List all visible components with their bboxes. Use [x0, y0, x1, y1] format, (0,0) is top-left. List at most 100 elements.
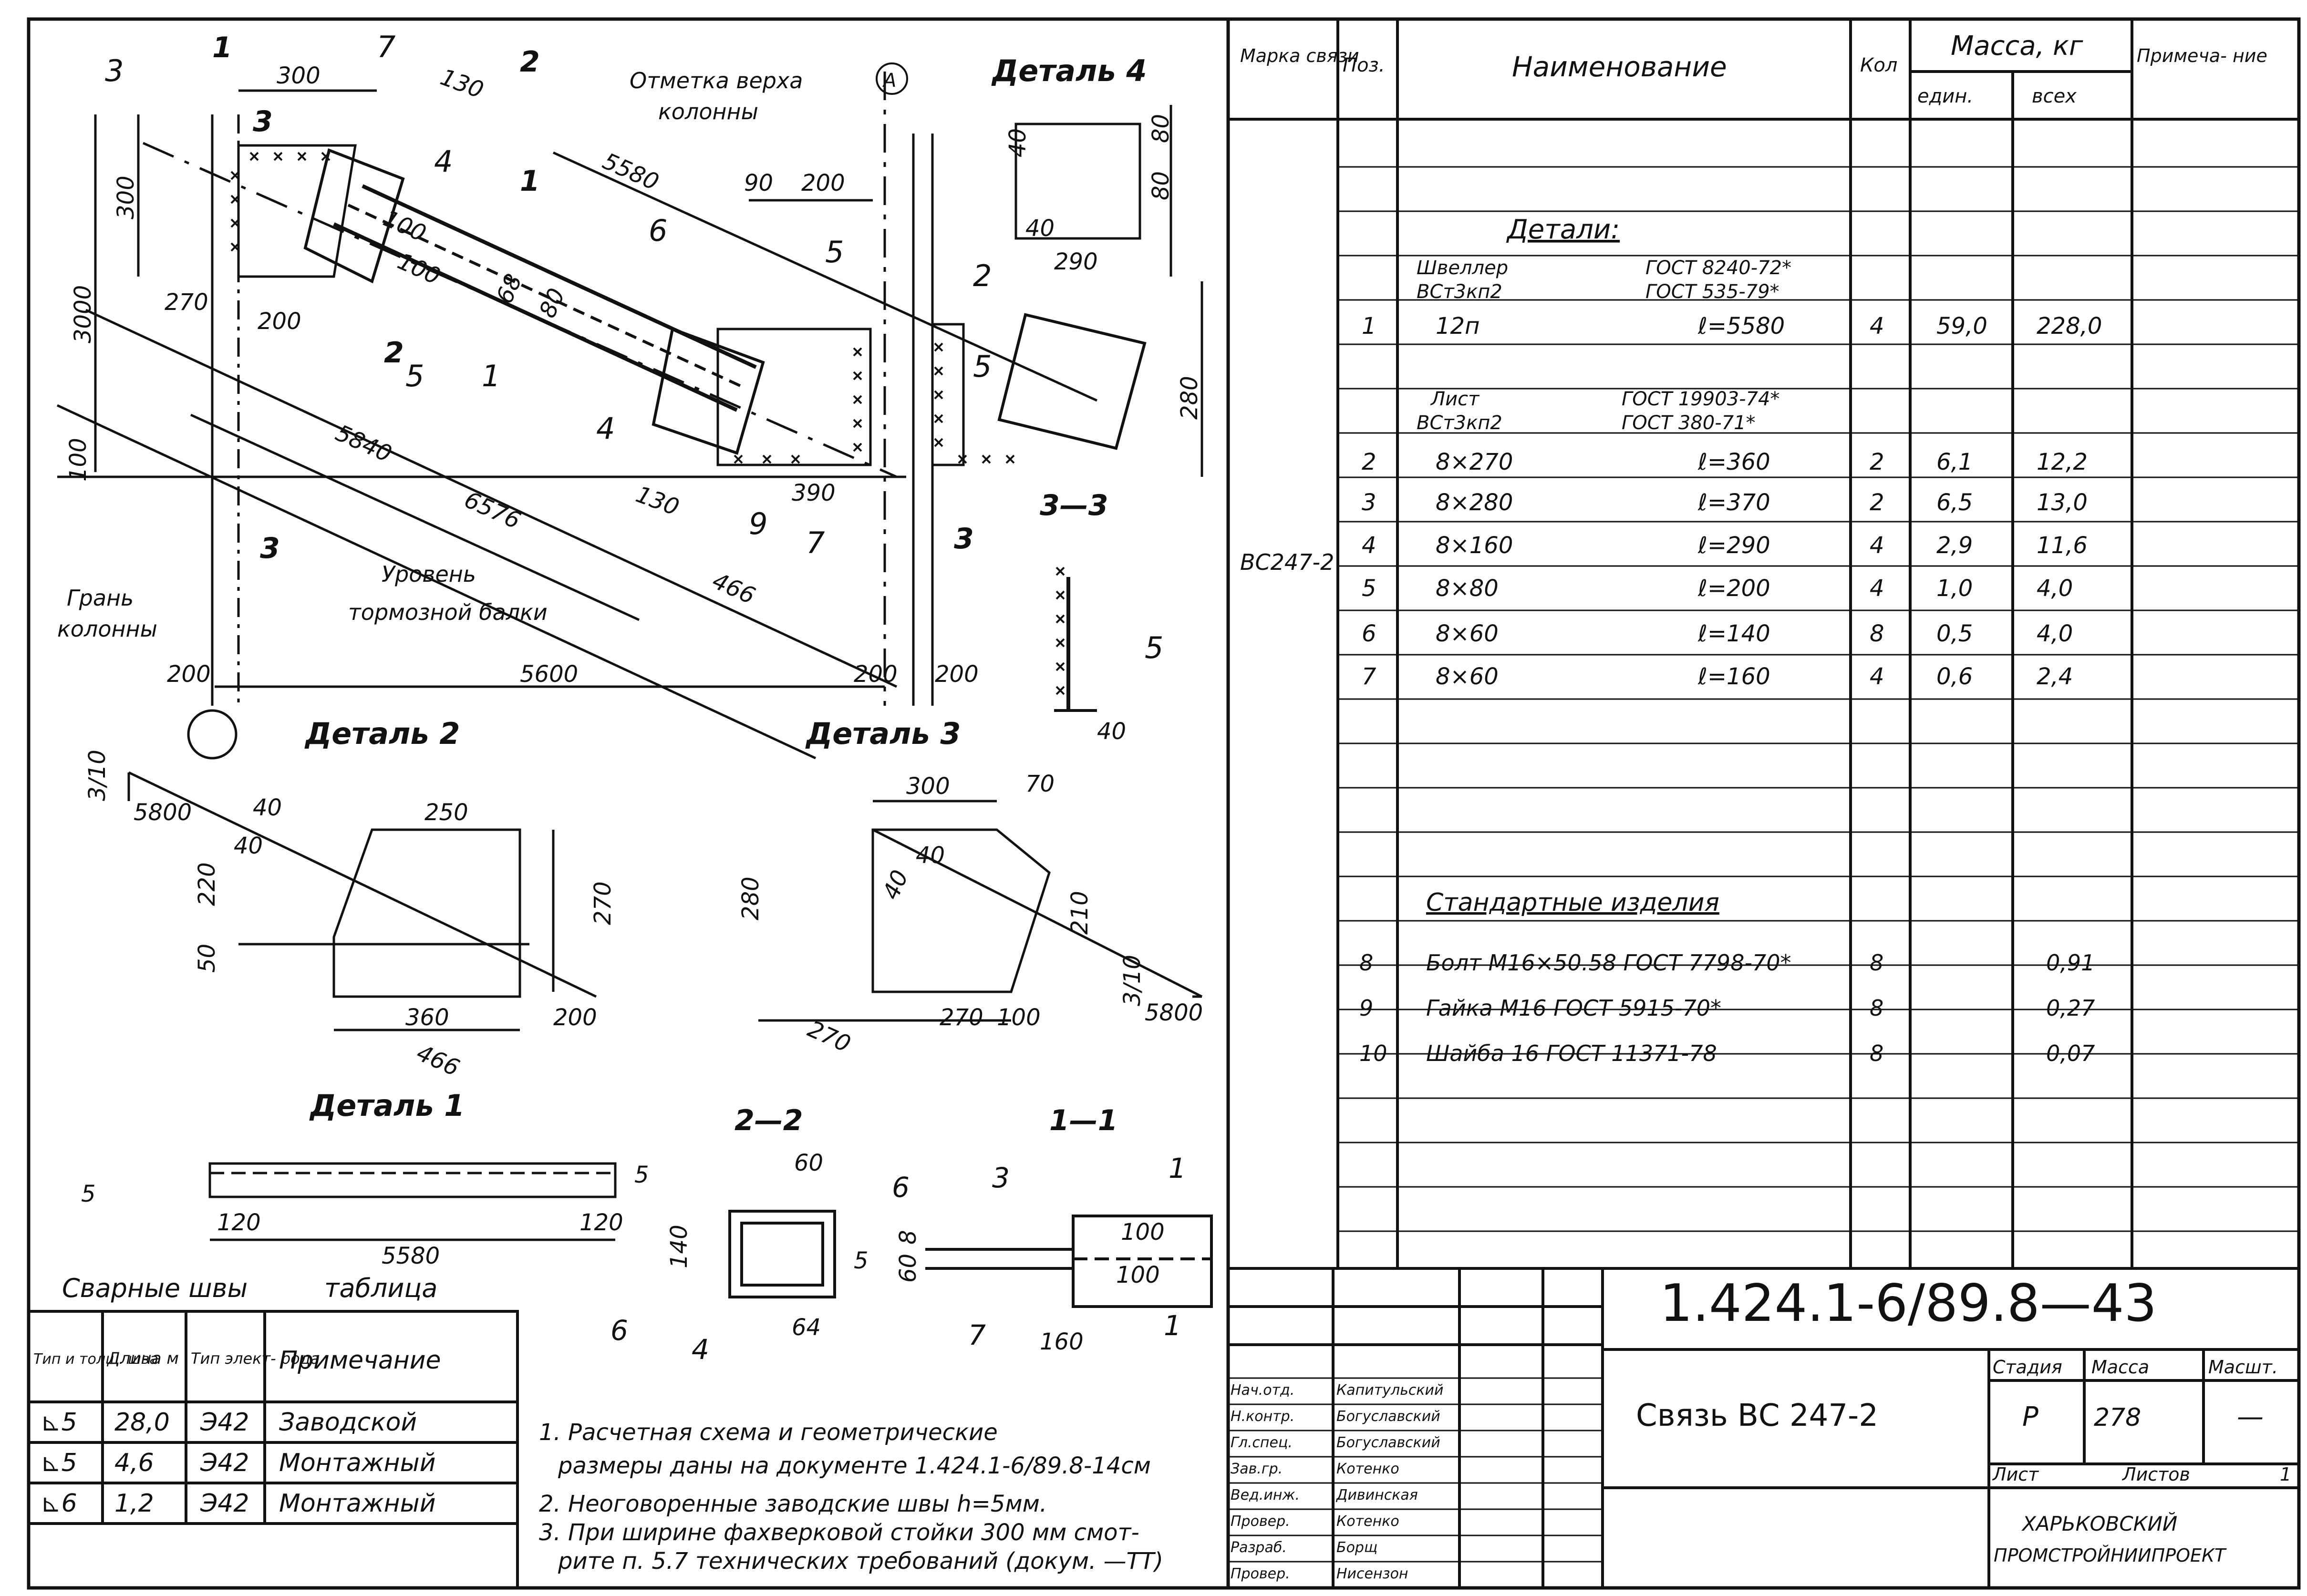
- spec-cell-unit: 0,6: [1936, 663, 1973, 690]
- dim-200c: 200: [167, 661, 211, 688]
- doc-title: Связь ВС 247-2: [1636, 1398, 1878, 1433]
- callout-5b: 5: [405, 359, 424, 393]
- weld-cell-note: Монтажный: [279, 1449, 436, 1477]
- dim-390: 390: [792, 480, 836, 506]
- detail3-270a: 270: [804, 1016, 854, 1058]
- section-mark-3a: 3: [253, 105, 273, 138]
- std-cell-all: 0,07: [2046, 1040, 2095, 1066]
- signatory-role: Зав.гр.: [1231, 1461, 1283, 1477]
- note-line-4: 3. При ширине фахверковой стойки 300 мм …: [539, 1519, 1139, 1546]
- spec-header-name: Наименование: [1512, 51, 1727, 83]
- spec-section-std: Стандартные изделия: [1426, 888, 1719, 917]
- detail1-5a: 5: [81, 1181, 96, 1207]
- spec-cell-unit: 6,1: [1936, 449, 1973, 475]
- signatory-name: Дивинская: [1335, 1487, 1418, 1503]
- detail2-5800: 5800: [134, 799, 192, 826]
- detail-2-title: Деталь 2: [304, 716, 460, 751]
- spec-cell-length: ℓ=140: [1697, 620, 1770, 647]
- spec-cell-length: ℓ=5580: [1697, 313, 1785, 340]
- callout-3: 3: [105, 53, 124, 88]
- dim-40: 40: [1025, 215, 1055, 242]
- section-mark-1: 1: [212, 31, 232, 64]
- mass-value: 278: [2094, 1403, 2141, 1432]
- spec-sheet-gost1: ГОСТ 19903-74*: [1622, 388, 1779, 410]
- dim-200d: 200: [854, 661, 898, 688]
- dim-80b: 80: [1148, 171, 1174, 200]
- spec-cell-all: 11,6: [2037, 532, 2088, 559]
- callout-4: 4: [434, 144, 453, 179]
- spec-header-mass: Масса, кг: [1951, 31, 2083, 62]
- spec-cell-size: 8×80: [1436, 575, 1499, 602]
- dim-100: 100: [65, 438, 92, 482]
- spec-cell-all: 13,0: [2037, 489, 2088, 516]
- detail2-220: 220: [194, 862, 220, 906]
- callout-5: 5: [825, 235, 844, 269]
- spec-cell-size: 8×270: [1436, 449, 1513, 475]
- detail3-270b: 270: [940, 1004, 983, 1031]
- note-line-5: рите п. 5.7 технических требований (доку…: [558, 1548, 1163, 1575]
- section-mark-2b: 2: [384, 336, 404, 370]
- spec-cell-size: 8×60: [1436, 663, 1499, 690]
- sheet-label: Лист: [1992, 1464, 2039, 1485]
- sec22-6b: 6: [610, 1314, 628, 1347]
- main-node-drawing: [56, 62, 1203, 760]
- spec-cell-pos: 5: [1362, 575, 1376, 602]
- spec-section-details: Детали:: [1506, 214, 1620, 245]
- sec11-3: 3: [992, 1162, 1010, 1194]
- callout-7b: 7: [806, 525, 825, 560]
- dim-6576: 6576: [460, 486, 524, 535]
- dim-300-vert: 300: [113, 175, 139, 219]
- section-3-3-title: 3—3: [1040, 489, 1108, 522]
- spec-cell-length: ℓ=370: [1697, 489, 1770, 516]
- spec-cell-pos: 2: [1362, 449, 1376, 475]
- weld-header-type: Тип и толщ. шва: [33, 1351, 158, 1368]
- sheets-label: Листов: [2121, 1464, 2190, 1485]
- note-brake-level-2: тормозной балки: [348, 599, 548, 625]
- std-cell-pos: 8: [1359, 950, 1373, 976]
- detail3-40b: 40: [878, 866, 914, 904]
- spec-header-pos: Поз.: [1343, 54, 1385, 76]
- dim-3000: 3000: [70, 285, 96, 343]
- std-cell-text: Гайка М16 ГОСТ 5915-70*: [1426, 995, 1721, 1021]
- section-mark-3b: 3: [260, 532, 280, 565]
- signatory-role: Провер.: [1231, 1513, 1290, 1530]
- spec-cell-length: ℓ=290: [1697, 532, 1770, 559]
- section-mark-3c: 3: [954, 522, 974, 556]
- weld-cell-electrode: Э42: [200, 1449, 249, 1477]
- std-cell-qty: 8: [1870, 950, 1883, 976]
- scale-label: Масшт.: [2208, 1357, 2278, 1378]
- spec-cell-size: 8×160: [1436, 532, 1513, 559]
- org-line-2: ПРОМСТРОЙНИИПРОЕКТ: [1994, 1545, 2227, 1566]
- weld-cell-electrode: Э42: [200, 1489, 249, 1518]
- spec-cell-all: 4,0: [2037, 575, 2073, 602]
- spec-header-qty: Кол: [1860, 54, 1897, 76]
- section-2-2-title: 2—2: [735, 1104, 803, 1137]
- spec-cell-qty: 4: [1870, 313, 1884, 340]
- spec-cell-qty: 4: [1870, 532, 1884, 559]
- spec-cell-qty: 2: [1870, 449, 1884, 475]
- spec-cell-length: ℓ=360: [1697, 449, 1770, 475]
- detail3-280: 280: [737, 876, 764, 920]
- detail2-40a: 40: [253, 794, 282, 821]
- detail3-210: 210: [1066, 891, 1093, 935]
- doc-number: 1.424.1-6/89.8—43: [1660, 1274, 2157, 1333]
- spec-cell-pos: 4: [1362, 532, 1376, 559]
- callout-1: 1: [482, 359, 500, 393]
- dim-200b: 200: [801, 170, 845, 196]
- detail3-40a: 40: [916, 842, 945, 869]
- spec-cell-all: 12,2: [2037, 449, 2088, 475]
- sec22-4: 4: [692, 1333, 709, 1366]
- sec22-6a: 6: [892, 1171, 910, 1204]
- weld-cell-electrode: Э42: [200, 1408, 249, 1437]
- detail-1-title: Деталь 1: [309, 1088, 465, 1123]
- weld-table-title-right: таблица: [324, 1273, 437, 1303]
- weld-cell-type: ⊾6: [41, 1489, 77, 1518]
- spec-channel-gost1: ГОСТ 8240-72*: [1645, 257, 1791, 279]
- weld-cell-note: Заводской: [279, 1408, 417, 1437]
- detail2-466: 466: [413, 1040, 463, 1081]
- detail2-200: 200: [553, 1004, 597, 1031]
- std-cell-text: Болт М16×50.58 ГОСТ 7798-70*: [1426, 950, 1791, 976]
- spec-cell-pos: 7: [1362, 663, 1376, 690]
- detail3-300: 300: [906, 773, 950, 800]
- detail2-360: 360: [405, 1004, 449, 1031]
